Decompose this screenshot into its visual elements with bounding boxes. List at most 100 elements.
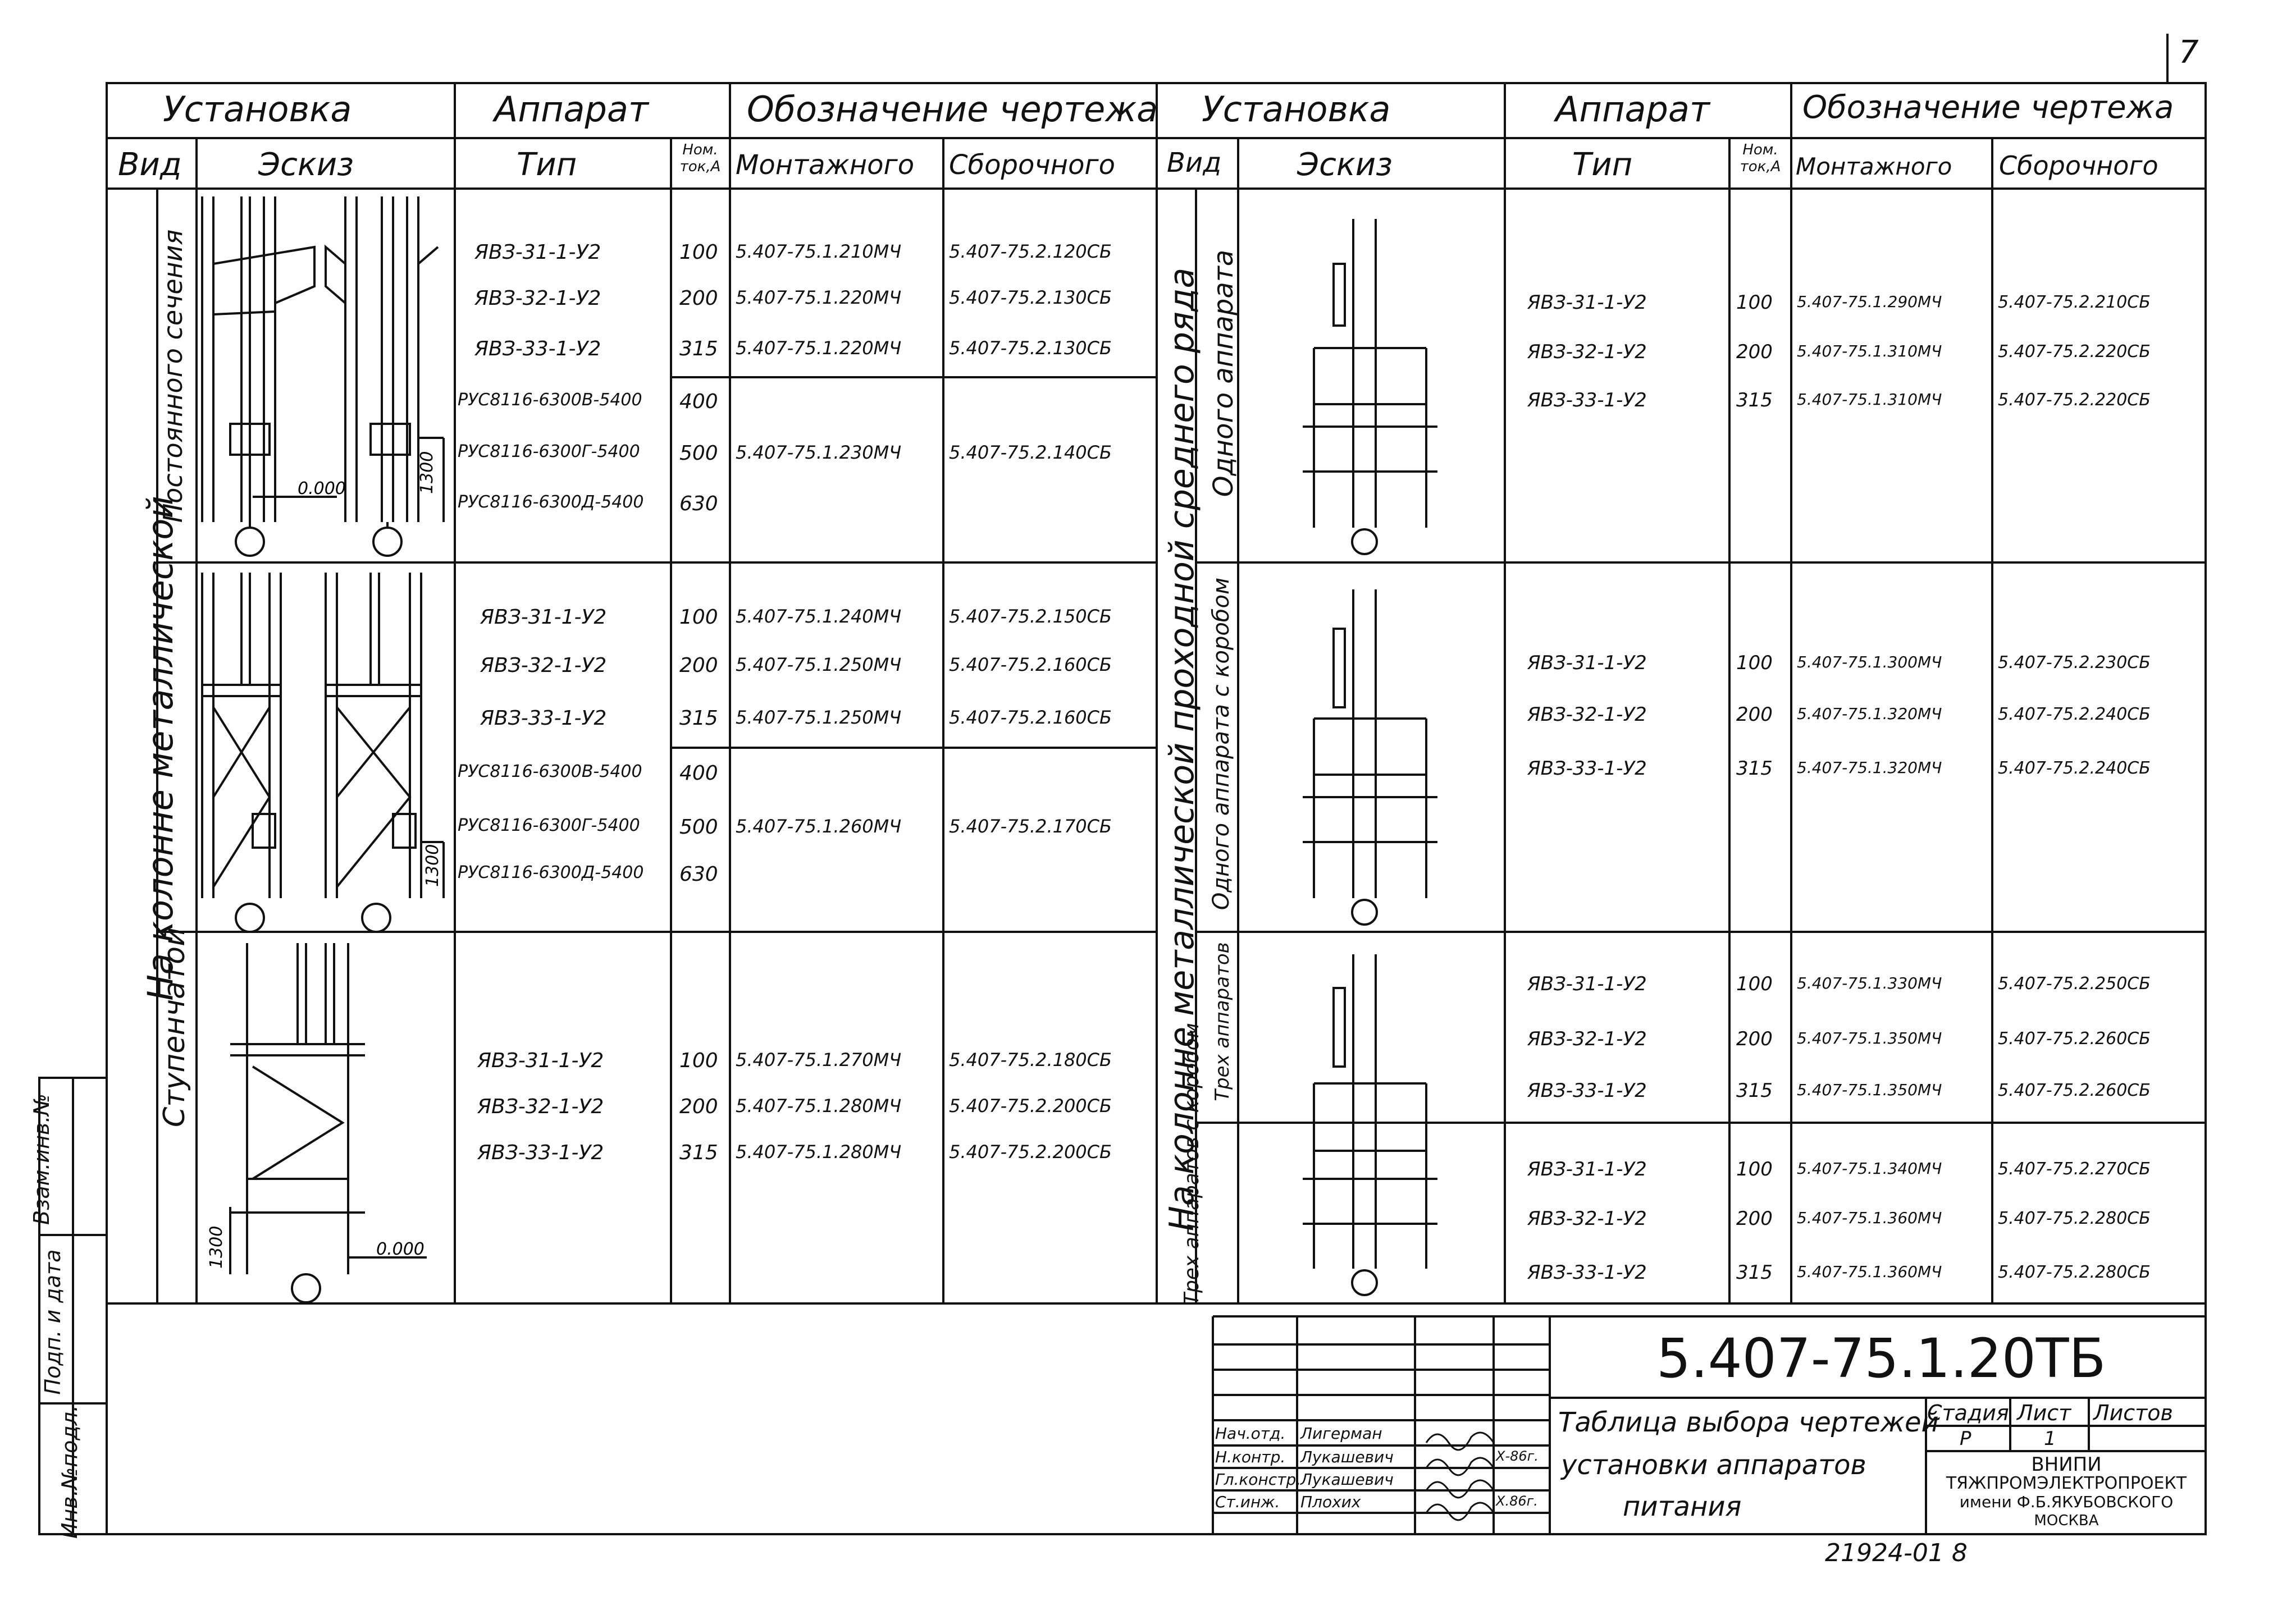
right-vid-header: Вид	[1167, 147, 1222, 179]
right-mount-header: Монтажного	[1796, 153, 1952, 180]
sheet-value: 1	[2044, 1428, 2056, 1450]
table-cell-type: РУС8116-6300В-5400	[458, 762, 642, 781]
table-cell-mount: 5.407-75.1.320МЧ	[1797, 705, 1942, 723]
left-vid-header: Вид	[118, 147, 182, 183]
org-line2: ТЯЖПРОМЭЛЕКТРОПРОЕКТ	[1946, 1474, 2187, 1493]
sheets-header: Листов	[2093, 1401, 2173, 1425]
table-cell-type: ЯВЗ-32-1-У2	[1527, 1207, 1647, 1230]
table-cell-type: РУС8116-6300В-5400	[458, 390, 642, 410]
table-cell-type: ЯВЗ-32-1-У2	[477, 1095, 604, 1118]
table-cell-type: ЯВЗ-33-1-У2	[477, 1141, 604, 1164]
table-cell-mount: 5.407-75.1.270МЧ	[736, 1049, 902, 1071]
sketch-left-constant-section	[201, 196, 445, 557]
table-cell-amp: 100	[679, 1049, 718, 1072]
right-assembly-header: Сборочного	[1999, 150, 2158, 181]
table-cell-asm: 5.407-75.2.140СБ	[949, 442, 1112, 463]
table-cell-type: ЯВЗ-31-1-У2	[477, 1049, 604, 1072]
table-cell-asm: 5.407-75.2.240СБ	[1998, 705, 2151, 724]
table-cell-mount: 5.407-75.1.290МЧ	[1797, 292, 1942, 311]
table-cell-mount: 5.407-75.1.320МЧ	[1797, 758, 1942, 777]
signer-role: Нач.отд.	[1215, 1424, 1286, 1443]
title-line1: Таблица выбора чертежей	[1558, 1407, 1939, 1438]
svg-text:1300: 1300	[417, 451, 437, 494]
table-cell-mount: 5.407-75.1.280МЧ	[736, 1141, 902, 1163]
right-sketch-header: Эскиз	[1297, 147, 1393, 183]
table-cell-asm: 5.407-75.2.130СБ	[949, 287, 1112, 308]
table-cell-amp: 200	[1736, 1207, 1773, 1230]
svg-text:1300: 1300	[423, 844, 442, 887]
table-cell-mount: 5.407-75.1.250МЧ	[736, 707, 902, 728]
table-cell-asm: 5.407-75.2.160СБ	[949, 707, 1112, 728]
table-cell-amp: 100	[1736, 973, 1773, 995]
table-cell-amp: 100	[1736, 1158, 1773, 1181]
table-cell-asm: 5.407-75.2.150СБ	[949, 606, 1112, 627]
table-cell-type: ЯВЗ-31-1-У2	[480, 606, 607, 629]
table-cell-amp: 315	[1736, 1261, 1773, 1284]
table-cell-amp: 400	[679, 762, 718, 785]
table-cell-mount: 5.407-75.1.310МЧ	[1797, 342, 1942, 360]
table-cell-asm: 5.407-75.2.250СБ	[1998, 974, 2151, 994]
left-group2-label: Ступенчатой	[158, 927, 191, 1127]
table-cell-mount: 5.407-75.1.340МЧ	[1797, 1159, 1942, 1178]
left-assembly-header: Сборочного	[949, 149, 1116, 181]
table-cell-type: ЯВЗ-32-1-У2	[474, 287, 601, 310]
table-cell-mount: 5.407-75.1.350МЧ	[1797, 1029, 1942, 1047]
doc-code: 5.407-75.1.20ТБ	[1656, 1327, 2106, 1390]
right-install-header: Установка	[1202, 89, 1391, 130]
table-cell-amp: 500	[679, 816, 718, 839]
table-cell-type: ЯВЗ-33-1-У2	[1527, 389, 1647, 411]
table-cell-amp: 315	[1736, 1079, 1773, 1102]
table-cell-asm: 5.407-75.2.170СБ	[949, 816, 1112, 837]
svg-text:1300: 1300	[207, 1226, 226, 1269]
table-cell-type: ЯВЗ-32-1-У2	[1527, 341, 1647, 363]
table-cell-type: ЯВЗ-32-1-У2	[1527, 703, 1647, 726]
left-mount-header: Монтажного	[736, 149, 915, 181]
right-nomtok-header: Ном. ток,А	[1740, 141, 1781, 175]
table-cell-amp: 630	[679, 492, 718, 515]
right-sub1-label: Одного аппарата	[1208, 249, 1239, 497]
left-group1-label: Постоянного сечения	[158, 229, 188, 523]
table-cell-asm: 5.407-75.2.210СБ	[1998, 292, 2151, 312]
table-cell-type: РУС8116-6300Д-5400	[458, 492, 644, 512]
table-cell-type: ЯВЗ-33-1-У2	[480, 707, 607, 730]
table-cell-amp: 315	[1736, 757, 1773, 780]
left-drawing-header: Обозначение чертежа	[747, 89, 1158, 130]
table-cell-asm: 5.407-75.2.220СБ	[1998, 390, 2151, 410]
stage-header: Стадия	[1927, 1401, 2009, 1425]
table-cell-amp: 500	[679, 442, 718, 465]
left-nomtok-header: Ном. ток,А	[679, 141, 721, 175]
table-cell-asm: 5.407-75.2.260СБ	[1998, 1081, 2151, 1100]
footer-code: 21924-01 8	[1825, 1539, 1968, 1567]
right-sub4-label: Трех аппаратов с коробом	[1180, 1023, 1203, 1305]
right-sub2-label: Одного аппарата с коробом	[1208, 577, 1234, 911]
table-cell-type: ЯВЗ-33-1-У2	[474, 337, 601, 360]
table-cell-asm: 5.407-75.2.120СБ	[949, 241, 1112, 262]
left-install-header: Установка	[163, 89, 352, 130]
table-cell-type: ЯВЗ-31-1-У2	[1527, 973, 1647, 995]
sketch-left-constant-labels: 0.000 1300	[298, 451, 437, 498]
svg-text:0.000: 0.000	[298, 479, 346, 498]
table-cell-type: РУС8116-6300Д-5400	[458, 863, 644, 882]
table-cell-asm: 5.407-75.2.240СБ	[1998, 758, 2151, 778]
right-type-header: Тип	[1572, 147, 1633, 183]
signer-date: Х.86г.	[1496, 1493, 1538, 1509]
table-cell-type: ЯВЗ-33-1-У2	[1527, 1079, 1647, 1102]
left-sketch-header: Эскиз	[258, 147, 354, 183]
signer-name: Плохих	[1300, 1493, 1361, 1511]
table-cell-amp: 200	[1736, 1028, 1773, 1050]
table-cell-asm: 5.407-75.2.280СБ	[1998, 1262, 2151, 1282]
stage-value: Р	[1960, 1428, 1971, 1450]
right-drawing-header: Обозначение чертежа	[1802, 89, 2174, 126]
org-line1: ВНИПИ	[2031, 1453, 2102, 1476]
table-cell-mount: 5.407-75.1.360МЧ	[1797, 1262, 1942, 1281]
table-cell-amp: 630	[679, 863, 718, 886]
page-number: 7	[2179, 34, 2199, 71]
table-cell-mount: 5.407-75.1.220МЧ	[736, 287, 902, 308]
table-cell-amp: 200	[1736, 703, 1773, 726]
table-cell-type: ЯВЗ-31-1-У2	[1527, 652, 1647, 674]
table-cell-amp: 200	[679, 654, 718, 677]
signer-role: Ст.инж.	[1215, 1493, 1280, 1511]
table-cell-mount: 5.407-75.1.280МЧ	[736, 1095, 902, 1117]
table-cell-mount: 5.407-75.1.360МЧ	[1797, 1209, 1942, 1227]
table-cell-mount: 5.407-75.1.350МЧ	[1797, 1081, 1942, 1099]
